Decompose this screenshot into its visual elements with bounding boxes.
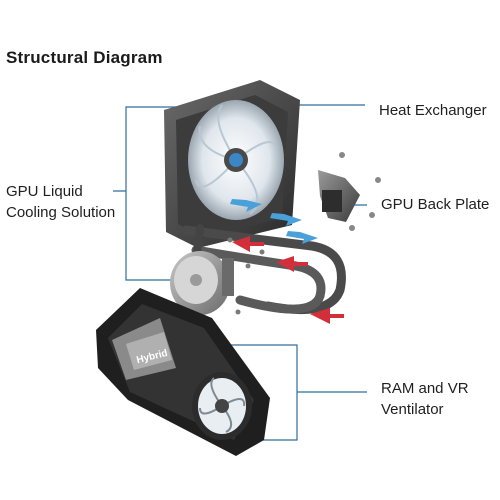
heat-exchanger-radiator: [164, 80, 300, 248]
diagram-title: Structural Diagram: [6, 48, 163, 67]
flow-arrows: [230, 199, 344, 324]
gpu-back-plate: [318, 152, 381, 231]
cold-flow-arrows: [230, 199, 318, 244]
pump-screws: [227, 237, 265, 315]
screws: [339, 152, 381, 231]
label-heat-exchanger: Heat Exchanger: [379, 102, 487, 119]
label-gpu-liquid-cooling: GPU Liquid Cooling Solution: [6, 183, 116, 221]
pump-block: [170, 251, 234, 315]
hot-flow-arrows: [232, 236, 344, 324]
ram-vr-ventilator-shroud: Hybrid: [96, 288, 270, 456]
label-gpu-back-plate: GPU Back Plate: [381, 196, 490, 213]
leader-ram-vr: [190, 344, 367, 441]
label-ram-vr-ventilator: RAM and VR Ventilator: [381, 380, 469, 418]
